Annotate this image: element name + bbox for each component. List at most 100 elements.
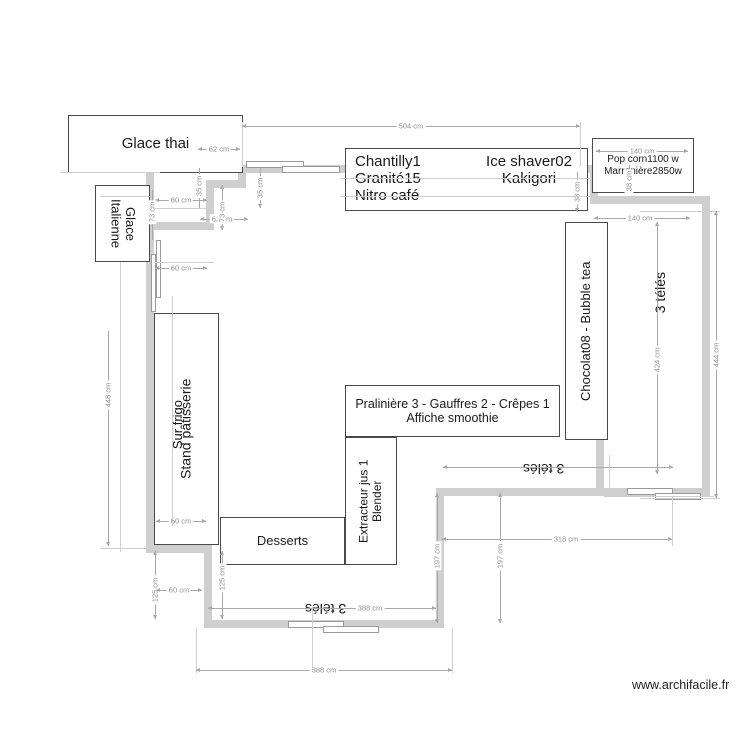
- wall-bottom-left-horizontal: [146, 545, 212, 553]
- zone-label: Pralinière 3 - Gauffres 2 - Crêpes 1 Aff…: [355, 397, 550, 425]
- ext-line: [60, 172, 160, 173]
- dim-arrow: [105, 542, 110, 546]
- dim-arrow: [244, 216, 248, 221]
- dim-line-448: [108, 331, 109, 546]
- dim-label-35a: 35 cm: [194, 173, 204, 199]
- wall-notch-horizontal: [206, 180, 246, 188]
- ext-line: [312, 608, 313, 670]
- ext-line: [640, 211, 720, 212]
- ext-line: [580, 122, 581, 167]
- dim-label-388: 388 cm: [309, 665, 339, 675]
- annotation-teles-mid: 3 télés: [523, 461, 565, 477]
- dim-arrow: [155, 197, 159, 202]
- ext-line: [452, 628, 453, 673]
- zone-pralinière[interactable]: Pralinière 3 - Gauffres 2 - Crêpes 1 Aff…: [345, 385, 560, 437]
- dim-label-35b: 35 cm: [255, 175, 265, 201]
- zone-label-chantilly: Chantilly1 Granité15 Nitro café: [355, 153, 421, 204]
- dim-arrow: [497, 493, 502, 497]
- zone-label: Extracteur jus 1 Blender: [356, 459, 384, 543]
- zone-label: Chocolat08 - Bubble tea: [578, 261, 594, 401]
- zone-stand-patisserie[interactable]: Stand pâtisserie: [154, 313, 219, 545]
- zone-chocolat-bubble-tea[interactable]: Chocolat08 - Bubble tea: [565, 222, 608, 440]
- annotation-teles-right: 3 télés: [652, 272, 668, 314]
- dim-label-197a: 197 cm: [432, 541, 442, 571]
- dim-arrow: [668, 536, 672, 541]
- dim-arrow: [219, 226, 224, 230]
- ext-line: [640, 498, 720, 499]
- dim-line-mid-teles: [443, 467, 673, 468]
- dim-arrow: [202, 518, 206, 523]
- ext-line: [172, 296, 173, 526]
- dim-arrow: [654, 470, 659, 474]
- ext-line: [120, 262, 121, 552]
- dim-arrow: [219, 185, 224, 189]
- dim-line-388b: [208, 608, 436, 609]
- dim-arrow: [434, 619, 439, 623]
- dim-arrow: [152, 551, 157, 555]
- dim-label-504: 504 cm: [396, 121, 426, 131]
- dim-label-38a: 38 cm: [572, 179, 582, 205]
- dim-label-73a: 73 cm: [217, 199, 227, 225]
- zone-chantilly-ice-shaver[interactable]: Chantilly1 Granité15 Nitro café Ice shav…: [345, 148, 588, 211]
- dim-arrow: [686, 215, 690, 220]
- wall-notch-vertical: [206, 180, 214, 230]
- zone-glace-italienne[interactable]: Glace Italienne: [95, 185, 150, 262]
- zone-label: Pop corn1100 w Marronière2850w: [604, 154, 682, 177]
- dim-arrow: [443, 464, 447, 469]
- zone-extracteur-blender[interactable]: Extracteur jus 1 Blender: [345, 437, 397, 565]
- wall-mid-right-vertical: [596, 440, 604, 496]
- watermark-archifacile: www.archifacile.fr: [632, 678, 730, 692]
- dim-arrow: [434, 493, 439, 497]
- ext-line: [154, 208, 214, 209]
- dim-arrow: [152, 615, 157, 619]
- dim-label-60a: 60 cm: [166, 585, 192, 595]
- ext-line: [442, 496, 443, 546]
- door-bottom[interactable]: [288, 621, 344, 628]
- dim-arrow: [203, 265, 207, 270]
- dim-label-top-140: 140 cm: [627, 146, 657, 156]
- dim-arrow: [432, 605, 436, 610]
- dim-arrow: [713, 211, 718, 215]
- ext-line: [672, 496, 673, 546]
- dim-arrow: [219, 615, 224, 619]
- dim-arrow: [257, 204, 262, 208]
- wall-bottom-left-vertical: [204, 545, 212, 628]
- wall-top-stub: [238, 165, 246, 187]
- dim-label-318: 318 cm: [551, 534, 581, 544]
- dim-label-388b: 388 cm: [355, 603, 385, 613]
- window-top[interactable]: [246, 161, 304, 168]
- dim-arrow: [713, 494, 718, 498]
- dim-label-60d: 60 cm: [168, 263, 194, 273]
- dim-arrow: [242, 123, 246, 128]
- dim-label-right-140: 140 cm: [625, 213, 655, 223]
- dim-arrow: [155, 265, 159, 270]
- dim-arrow: [576, 123, 580, 128]
- ext-line: [609, 455, 610, 495]
- dim-arrow: [669, 464, 673, 469]
- dim-label-73b: 73 cm: [147, 199, 157, 225]
- ext-line: [340, 178, 590, 179]
- wall-left-vertical: [146, 230, 154, 550]
- dim-label-448: 448 cm: [103, 380, 113, 410]
- dim-arrow: [208, 605, 212, 610]
- door-right-lower[interactable]: [627, 488, 673, 495]
- dim-arrow: [203, 197, 207, 202]
- dim-arrow: [196, 667, 200, 672]
- ext-line: [154, 262, 214, 263]
- zone-desserts[interactable]: Desserts: [220, 517, 345, 565]
- dim-arrow: [156, 518, 160, 523]
- dim-label-424: 424 cm: [652, 345, 662, 375]
- dim-label-125b: 125 cm: [217, 563, 227, 593]
- dim-label-62a: 62 cm: [206, 144, 232, 154]
- ext-line: [340, 196, 590, 197]
- ext-line: [100, 548, 155, 549]
- window-left-upper[interactable]: [151, 254, 156, 312]
- window-top-b[interactable]: [282, 166, 340, 173]
- zone-label: Desserts: [256, 532, 309, 548]
- wall-mid-horizontal: [436, 488, 604, 496]
- ext-line: [604, 496, 714, 497]
- dim-arrow: [594, 215, 598, 220]
- dim-arrow: [156, 587, 160, 592]
- door-bottom-b[interactable]: [323, 626, 379, 633]
